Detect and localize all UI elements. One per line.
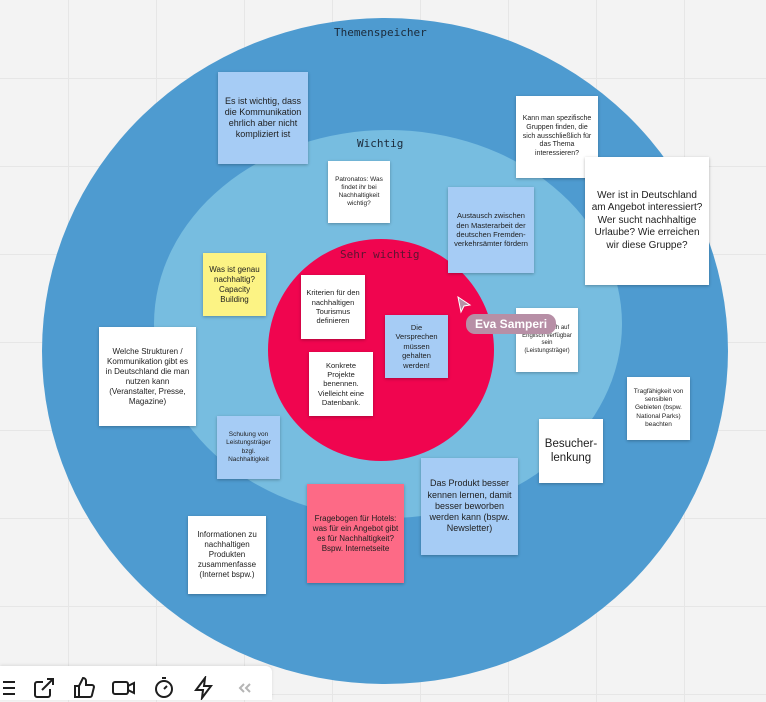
sticky-note[interactable]: Das Produkt besser kennen lernen, damit … (421, 458, 518, 555)
sticky-note[interactable]: Die Versprechen müssen gehalten werden! (385, 315, 448, 378)
lightning-icon[interactable] (192, 676, 218, 702)
bottom-toolbar (0, 666, 272, 700)
sticky-note[interactable]: Schulung von Leistungsträger bzgl. Nachh… (217, 416, 280, 479)
share-icon[interactable] (32, 676, 58, 702)
sticky-note[interactable]: Fragebogen für Hotels: was für ein Angeb… (307, 484, 404, 583)
ring-label-sehr-wichtig: Sehr wichtig (340, 248, 420, 261)
sticky-note[interactable]: Konkrete Projekte benennen. Vielleicht e… (309, 352, 373, 416)
video-icon[interactable] (111, 676, 137, 702)
thumbs-up-icon[interactable] (72, 676, 98, 702)
ring-label-wichtig: Wichtig (357, 137, 404, 150)
sticky-note[interactable]: Patronatos: Was findet ihr bei Nachhalti… (328, 161, 390, 223)
sticky-note[interactable]: Was ist genau nachhaltig? Capacity Build… (203, 253, 266, 316)
sticky-note[interactable]: Es ist wichtig, dass die Kommunikation e… (218, 72, 308, 164)
sticky-note[interactable]: Welche Strukturen / Kommunikation gibt e… (99, 327, 196, 426)
sticky-note[interactable]: Tragfähigkeit von sensiblen Gebieten (bs… (627, 377, 690, 440)
sticky-note[interactable]: Kriterien für den nachhaltigen Tourismus… (301, 275, 365, 339)
collaborator-cursor-icon (457, 296, 472, 314)
collaborator-name-tag: Eva Samperi (466, 314, 557, 334)
timer-icon[interactable] (152, 676, 178, 702)
sticky-note[interactable]: Kann man spezifische Gruppen finden, die… (516, 96, 598, 178)
sticky-note[interactable]: Austausch zwischen den Masterarbeit der … (448, 187, 534, 273)
collapse-icon[interactable] (234, 676, 260, 702)
ring-label-themenspeicher: Themenspeicher (334, 26, 427, 39)
sticky-note[interactable]: Wer ist in Deutschland am Angebot intere… (585, 157, 709, 285)
list-icon[interactable] (0, 676, 20, 702)
sticky-note[interactable]: Besucher-lenkung (539, 419, 603, 483)
sticky-note[interactable]: Informationen zu nachhaltigen Produkten … (188, 516, 266, 594)
